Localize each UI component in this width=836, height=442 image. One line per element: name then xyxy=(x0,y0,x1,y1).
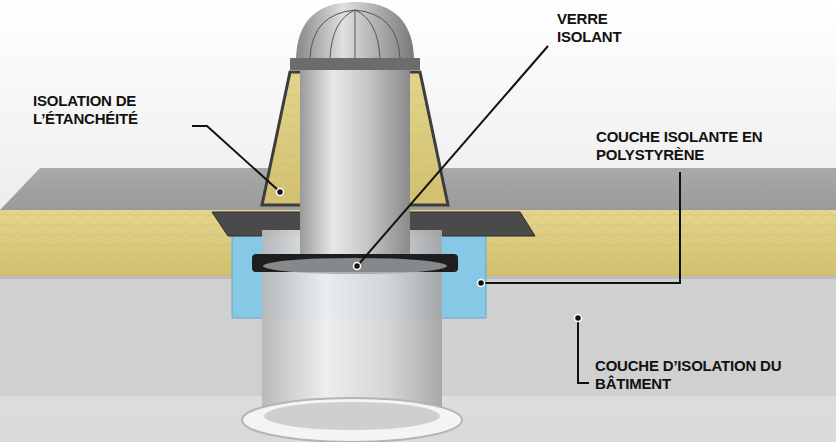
callout-label: ISOLATION DE L’ÉTANCHÉITÉ xyxy=(33,92,183,128)
callout-label: COUCHE ISOLANTE EN POLYSTYRÈNE xyxy=(596,128,824,164)
callout-label: VERRE ISOLANT xyxy=(557,10,647,46)
callout-label: COUCHE D’ISOLATION DU BÂTIMENT xyxy=(595,357,785,393)
